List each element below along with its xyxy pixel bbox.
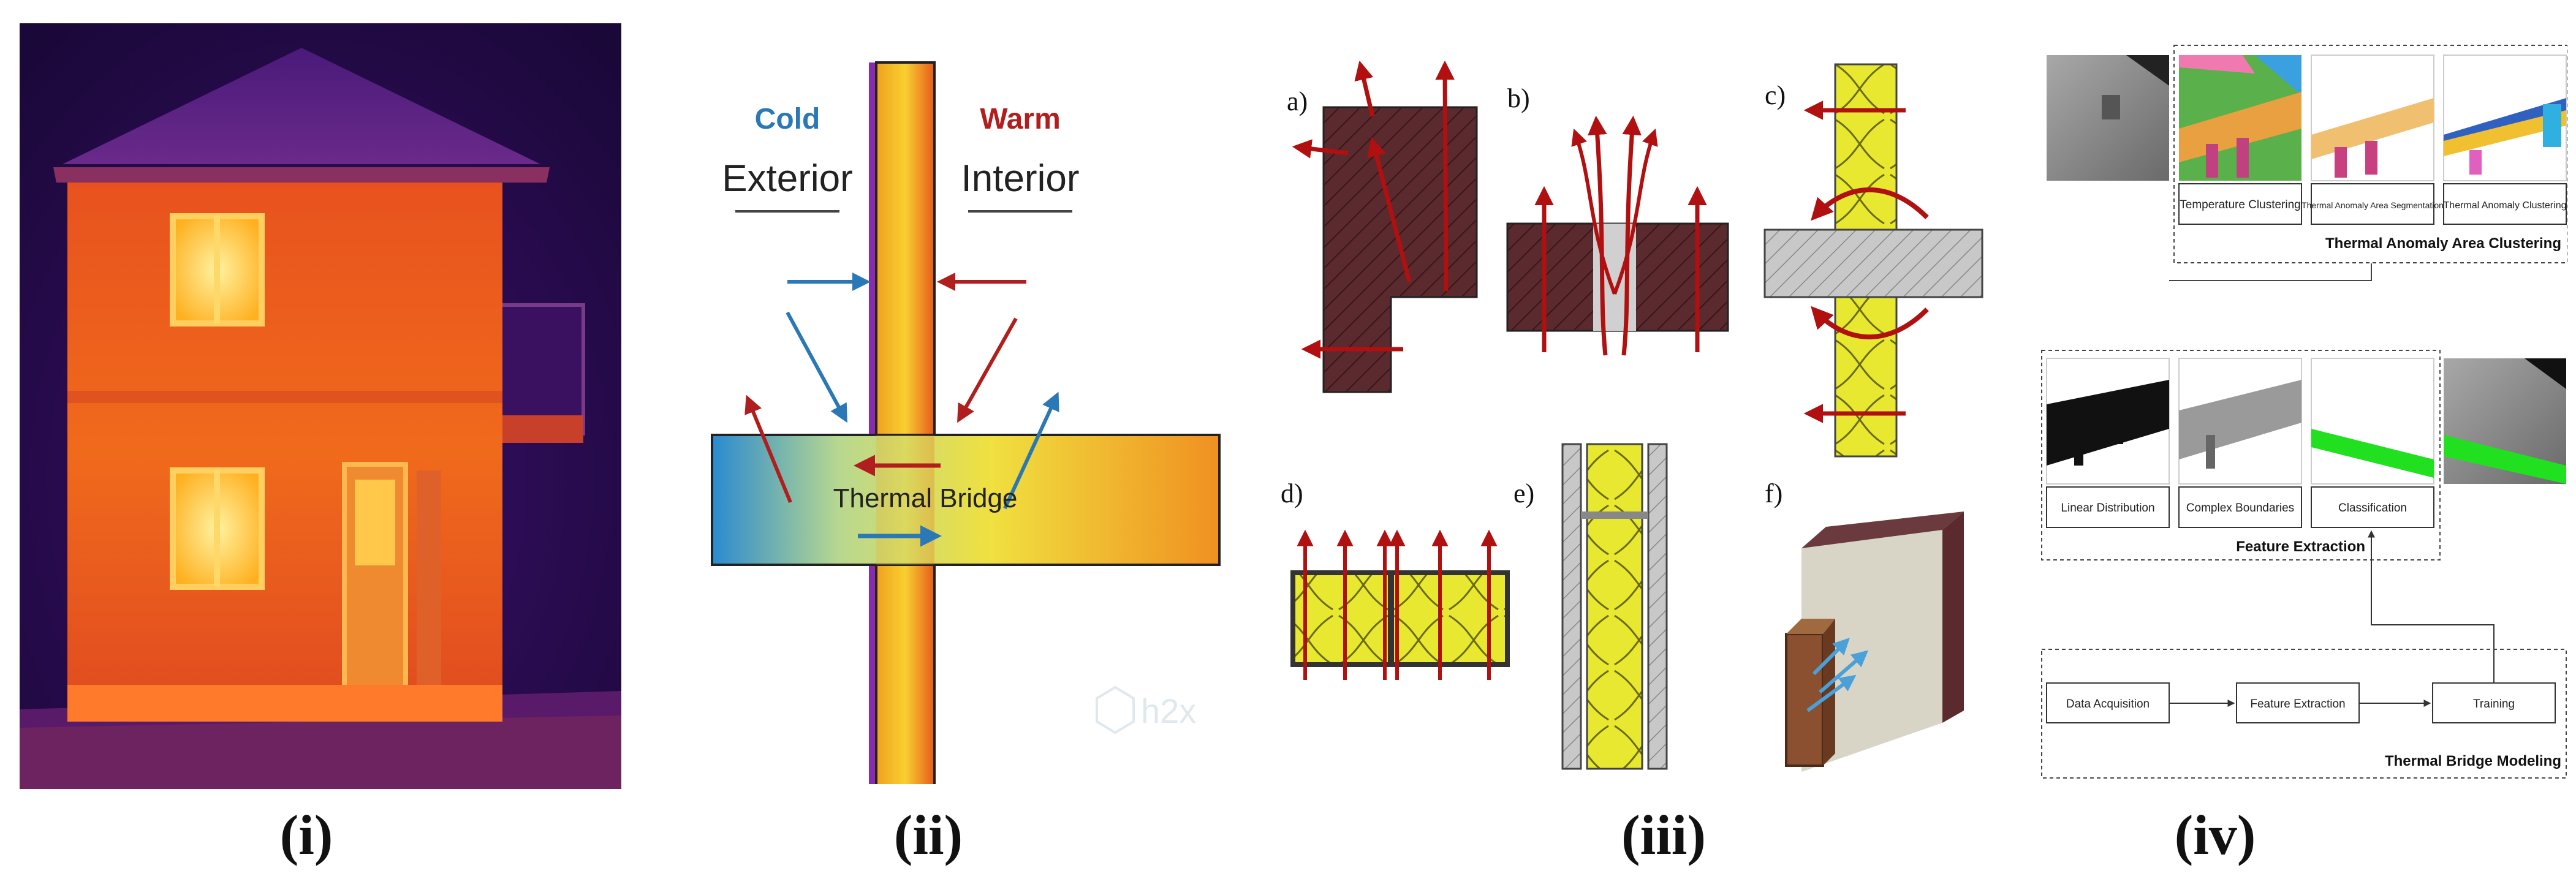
thermal-bridge-diagram: Cold Exterior Warm Interior Thermal Brid… xyxy=(680,37,1232,784)
label-d: d) xyxy=(1281,478,1303,508)
label-temperature-clustering: Temperature Clustering xyxy=(2180,198,2300,211)
caption-ii: (ii) xyxy=(893,804,963,866)
label-anomaly-segmentation: Thermal Anomaly Area Segmentation xyxy=(2301,200,2444,210)
model-title: Thermal Bridge Modeling xyxy=(2385,753,2561,769)
cluster-title: Thermal Anomaly Area Clustering xyxy=(2325,235,2561,252)
thermal-house-image xyxy=(20,23,621,789)
h2x-watermark-icon: h2x xyxy=(1096,685,1196,734)
caption-iv: (iv) xyxy=(2174,804,2256,866)
cold-label: Cold xyxy=(755,103,820,135)
label-b: b) xyxy=(1507,83,1530,113)
caption-i: (i) xyxy=(279,804,333,866)
label-f: f) xyxy=(1765,478,1782,508)
thermal-bridge-label: Thermal Bridge xyxy=(833,483,1018,513)
flow-training: Training xyxy=(2473,698,2515,711)
caption-iii: (iii) xyxy=(1621,804,1706,866)
exterior-label: Exterior xyxy=(722,157,853,200)
label-anomaly-clustering: Thermal Anomaly Clustering xyxy=(2444,200,2567,211)
interior-label: Interior xyxy=(961,157,1080,200)
label-classification: Classification xyxy=(2338,502,2407,515)
flow-data-acquisition: Data Acquisition xyxy=(2066,698,2150,711)
feature-title: Feature Extraction xyxy=(2236,538,2365,555)
label-e: e) xyxy=(1513,478,1534,508)
thermal-bridge-types: a) b) c) d) e) xyxy=(1281,61,1991,784)
label-complex-boundaries: Complex Boundaries xyxy=(2186,502,2294,515)
warm-label: Warm xyxy=(980,103,1061,135)
label-c: c) xyxy=(1765,80,1786,110)
flow-feature-extraction: Feature Extraction xyxy=(2250,698,2345,711)
label-linear-distribution: Linear Distribution xyxy=(2061,502,2154,515)
label-a: a) xyxy=(1287,86,1308,116)
thermal-bridge-pipeline: Temperature Clustering Thermal Anomaly A… xyxy=(2040,37,2567,784)
svg-text:h2x: h2x xyxy=(1141,692,1196,730)
